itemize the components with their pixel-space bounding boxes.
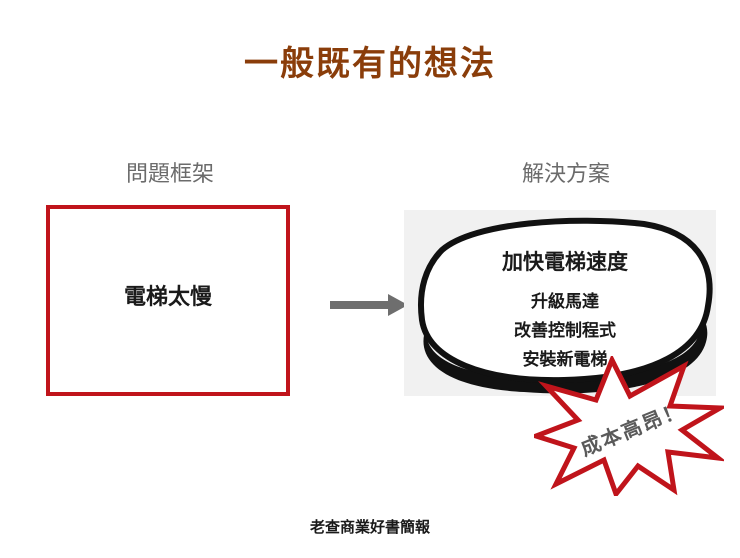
arrow-shaft bbox=[330, 301, 390, 309]
solution-blob bbox=[404, 210, 716, 400]
slide-title: 一般既有的想法 bbox=[244, 44, 496, 84]
problem-text: 電梯太慢 bbox=[123, 284, 212, 310]
solution-list: 升級馬達 改善控制程式 安裝新電梯 bbox=[400, 288, 730, 375]
arrow-head bbox=[388, 294, 408, 316]
right-arrow-icon bbox=[330, 294, 408, 316]
solution-heading: 加快電梯速度 bbox=[502, 250, 628, 274]
problem-frame-label: 問題框架 bbox=[125, 162, 214, 187]
solution-item: 改善控制程式 bbox=[514, 321, 616, 341]
blob-outline bbox=[418, 217, 713, 384]
starburst-shape bbox=[534, 356, 724, 496]
solution-label: 解決方案 bbox=[521, 162, 610, 187]
footer-credit: 老查商業好書簡報 bbox=[309, 518, 430, 536]
solution-item: 升級馬達 bbox=[531, 292, 599, 312]
starburst-callout bbox=[534, 356, 724, 496]
solution-item: 安裝新電梯 bbox=[522, 350, 608, 370]
problem-frame-box: 電梯太慢 bbox=[46, 205, 290, 396]
